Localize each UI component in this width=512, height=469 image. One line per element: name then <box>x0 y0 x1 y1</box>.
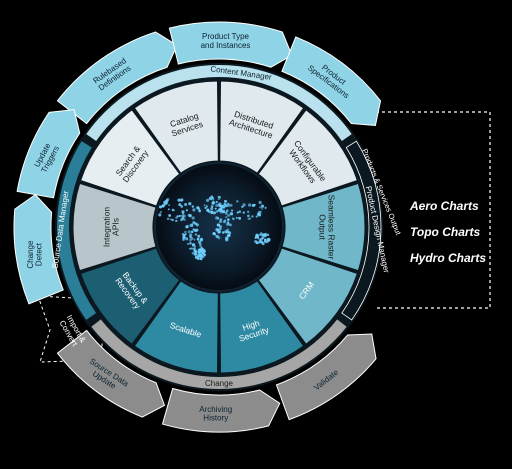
output-topo-charts: Topo Charts <box>410 225 481 239</box>
world-map-core <box>155 163 283 291</box>
output-aero-charts: Aero Charts <box>409 199 479 213</box>
arrow-product-type-instances-label: Product Typeand Instances <box>201 32 251 50</box>
arrow-change-detect-label: ChangeDetect <box>26 240 44 269</box>
output-hydro-charts: Hydro Charts <box>410 251 486 265</box>
arrow-archiving-history-label: ArchivingHistory <box>199 405 232 423</box>
change-label: Change <box>205 379 234 388</box>
